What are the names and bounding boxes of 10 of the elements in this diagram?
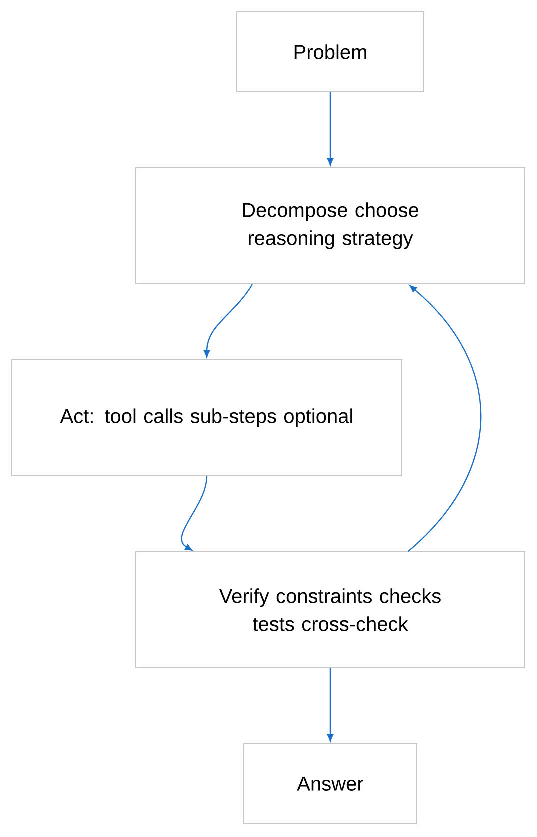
arrow (204, 284, 253, 358)
arrow (327, 92, 334, 166)
arrow (181, 476, 208, 551)
arrow (327, 668, 334, 742)
process-box: Answer (244, 744, 418, 824)
process-box: Act: tool calls sub-steps optional (12, 360, 402, 476)
arrow (408, 285, 482, 552)
process-box: Problem (236, 12, 424, 92)
process-box: Decompose choose reasoning strategy (136, 168, 526, 284)
process-box: Verify constraints checks tests cross-check (136, 552, 526, 668)
